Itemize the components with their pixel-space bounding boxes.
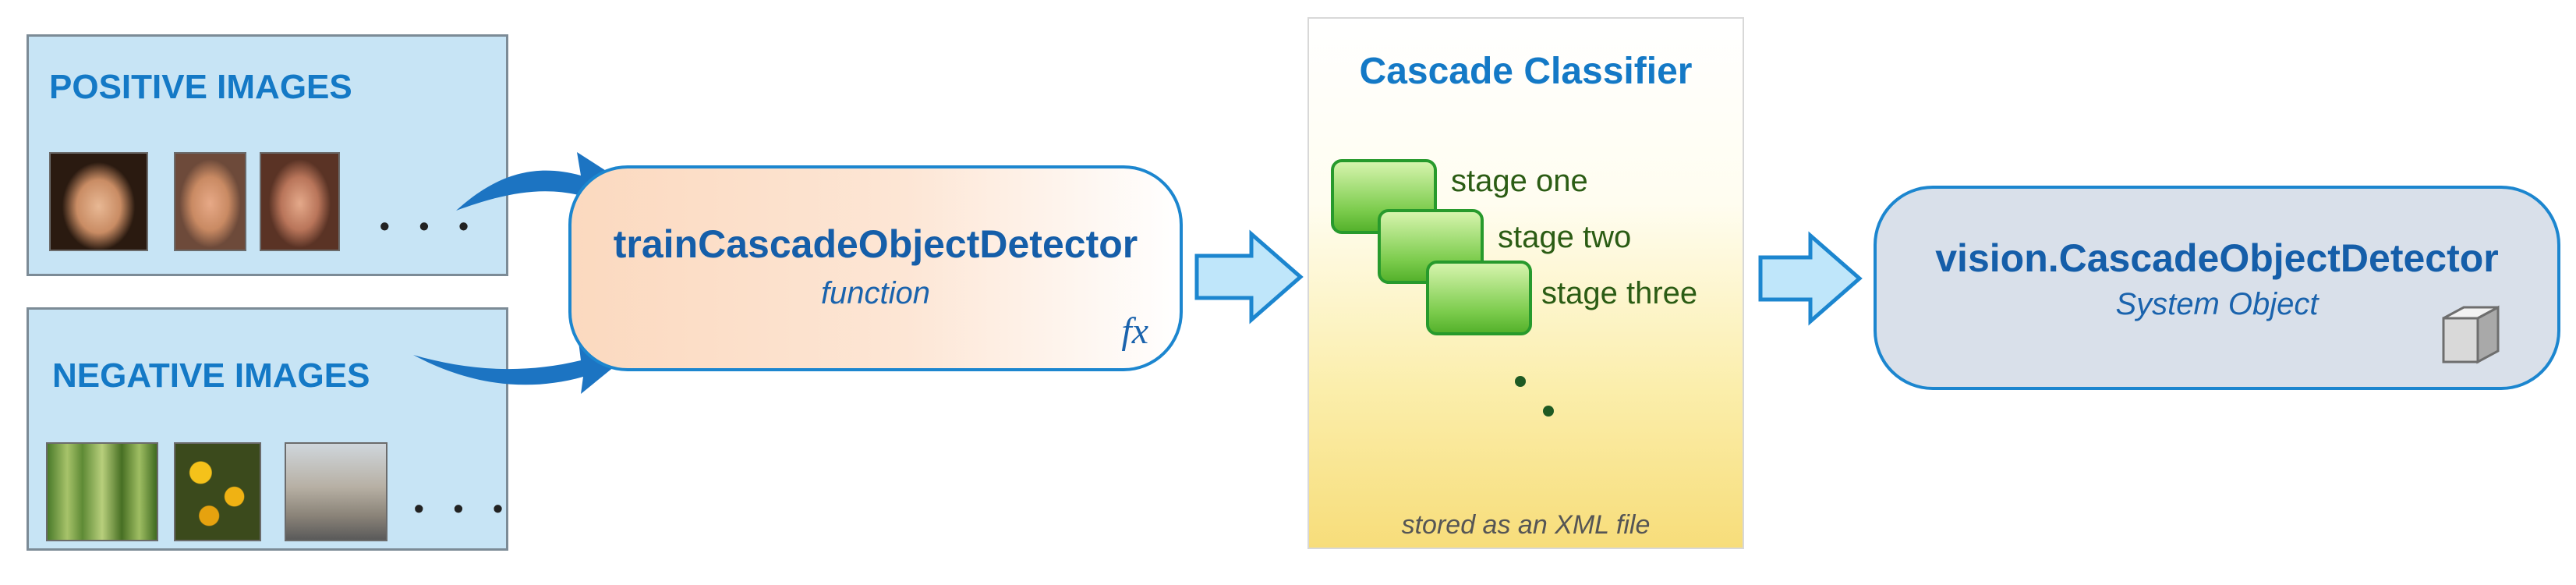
cascade-object-detector-node: vision.CascadeObjectDetector System Obje… [1874, 186, 2560, 390]
system-object-subtitle: System Object [2115, 287, 2319, 321]
cube-icon [2442, 305, 2500, 364]
negative-images-panel: NEGATIVE IMAGES • • • [27, 307, 508, 551]
train-function-subtitle: function [820, 276, 931, 310]
positive-face-thumbnail-1 [49, 152, 148, 251]
positive-images-title: POSITIVE IMAGES [49, 68, 352, 106]
continuation-dot-1 [1515, 376, 1526, 387]
cascade-classifier-panel: Cascade Classifier stage one stage two s… [1307, 17, 1744, 549]
negative-images-title: NEGATIVE IMAGES [52, 356, 370, 395]
negative-more-ellipsis: • • • [414, 492, 514, 524]
cascade-storage-note: stored as an XML file [1401, 510, 1651, 540]
positive-images-panel: POSITIVE IMAGES • • • [27, 34, 508, 276]
negative-forest-thumbnail [46, 442, 158, 541]
cascade-classifier-title: Cascade Classifier [1359, 51, 1693, 92]
cascade-to-system-arrow [1758, 231, 1863, 326]
negative-flowers-thumbnail [174, 442, 261, 541]
train-function-name: trainCascadeObjectDetector [613, 222, 1138, 266]
stage-three-label: stage three [1541, 276, 1698, 310]
positive-face-thumbnail-3 [260, 152, 340, 251]
system-object-name: vision.CascadeObjectDetector [1935, 236, 2499, 280]
positive-more-ellipsis: • • • [380, 210, 479, 242]
positive-face-thumbnail-2 [174, 152, 246, 251]
fx-icon: fx [1121, 310, 1148, 352]
stage-two-label: stage two [1498, 220, 1632, 254]
stage-one-label: stage one [1451, 164, 1588, 198]
continuation-dot-2 [1543, 406, 1554, 417]
function-to-cascade-arrow [1194, 229, 1304, 324]
train-cascade-function-node: trainCascadeObjectDetector function fx [568, 165, 1183, 371]
negative-street-thumbnail [285, 442, 387, 541]
stage-three-box [1426, 261, 1532, 335]
